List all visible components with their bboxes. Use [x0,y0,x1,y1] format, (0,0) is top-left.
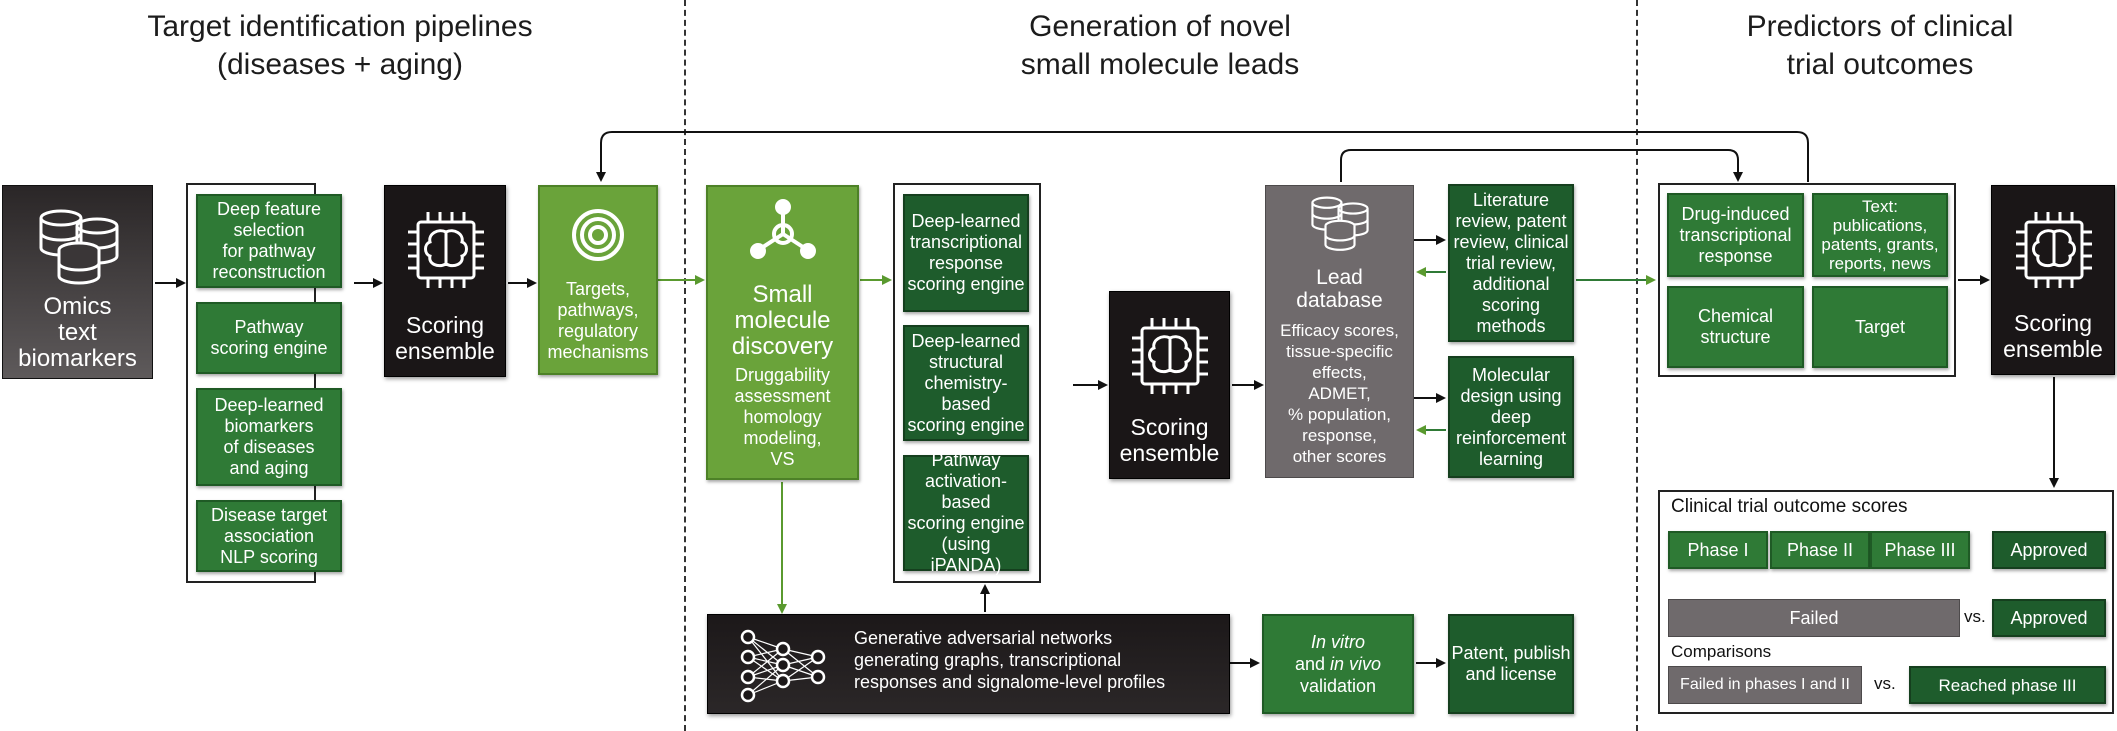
scoring-ensemble-3: Scoring ensemble [1991,185,2115,375]
molecule-icon [750,199,816,259]
vs-label-1: vs. [1964,607,1986,626]
patent-publish-box: Patent, publish and license [1448,614,1574,714]
drug-induced-box: Drug-induced transcriptional response [1667,193,1804,277]
pathway-activation-engine-box: Pathway activation-based scoring engine … [903,450,1029,575]
header-generation-leads: Generation of novel small molecule leads [1020,10,1300,81]
database-icon [1311,196,1369,251]
disease-target-nlp-box: Disease target association NLP scoring [196,500,342,572]
comparisons-label: Comparisons [1671,642,1772,661]
omics-box: Omics text biomarkers [2,185,153,379]
brain-chip-icon [1132,318,1208,394]
pathway-scoring-engine-box: Pathway scoring engine [196,302,342,374]
scoring-ensemble-1: Scoring ensemble [384,185,506,377]
approved-compare-box: Approved [1992,599,2106,637]
chemical-structure-box: Chemical structure [1667,286,1804,368]
small-molecule-subtitle: Druggability assessment homology modelin… [734,365,831,469]
database-icon [39,209,119,285]
vs-label-2: vs. [1874,674,1896,693]
gan-label: Generative adversarial networks generati… [854,628,1166,692]
header-clinical-predictors: Predictors of clinical trial outcomes [1746,10,2014,81]
phase-3-box: Phase III [1870,531,1970,569]
phase-1-box: Phase I [1668,531,1768,569]
approved-box: Approved [1992,531,2106,569]
scoring-ensemble-1-label: Scoring ensemble [395,312,495,364]
text-sources-box: Text: publications, patents, grants, rep… [1812,193,1948,277]
literature-review-box: Literature review, patent review, clinic… [1448,184,1574,342]
neural-network-icon [740,629,826,703]
lead-database-box: Lead database Efficacy scores, tissue-sp… [1265,185,1414,478]
gan-box: Generative adversarial networks generati… [707,614,1230,714]
molecular-design-box: Molecular design using deep reinforcemen… [1448,356,1574,478]
brain-chip-icon [2016,212,2092,288]
small-molecule-title: Small molecule discovery [731,281,834,360]
target-icon [572,209,624,261]
brain-chip-icon [408,212,484,288]
scoring-ensemble-2-label: Scoring ensemble [1119,414,1220,466]
reached-phase-3-box: Reached phase III [1909,666,2106,704]
omics-label: Omics text biomarkers [18,293,137,372]
transcriptional-engine-box: Deep-learned transcriptional response sc… [903,194,1029,312]
in-vivo-line: and in vivo [1294,654,1382,674]
validation-line: validation [1299,676,1377,696]
targets-label: Targets, pathways, regulatory mechanisms [547,279,649,362]
structural-chemistry-engine-box: Deep-learned structural chemistry-based … [903,325,1029,441]
targets-box: Targets, pathways, regulatory mechanisms [538,185,658,375]
header-target-identification: Target identification pipelines (disease… [147,10,533,81]
phase-2-box: Phase II [1770,531,1870,569]
deep-feature-selection-box: Deep feature selection for pathway recon… [196,194,342,288]
separator-right [1636,0,1638,731]
in-vitro-line: In vitro [1310,632,1366,652]
lead-database-title: Lead database [1296,266,1383,312]
target-box: Target [1812,286,1948,368]
lead-database-scores: Efficacy scores, tissue-specific effects… [1280,321,1399,466]
outcome-scores-title: Clinical trial outcome scores [1671,496,1908,517]
failed-box: Failed [1668,599,1960,637]
scoring-ensemble-3-label: Scoring ensemble [2003,310,2103,362]
small-molecule-discovery-box: Small molecule discovery Druggability as… [706,185,859,480]
separator-left [684,0,686,731]
in-vitro-vivo-box: In vitro and in vivo validation [1262,614,1414,714]
failed-phases-box: Failed in phases I and II [1668,666,1862,704]
scoring-ensemble-2: Scoring ensemble [1109,291,1230,479]
deep-learned-biomarkers-box: Deep-learned biomarkers of diseases and … [196,388,342,486]
